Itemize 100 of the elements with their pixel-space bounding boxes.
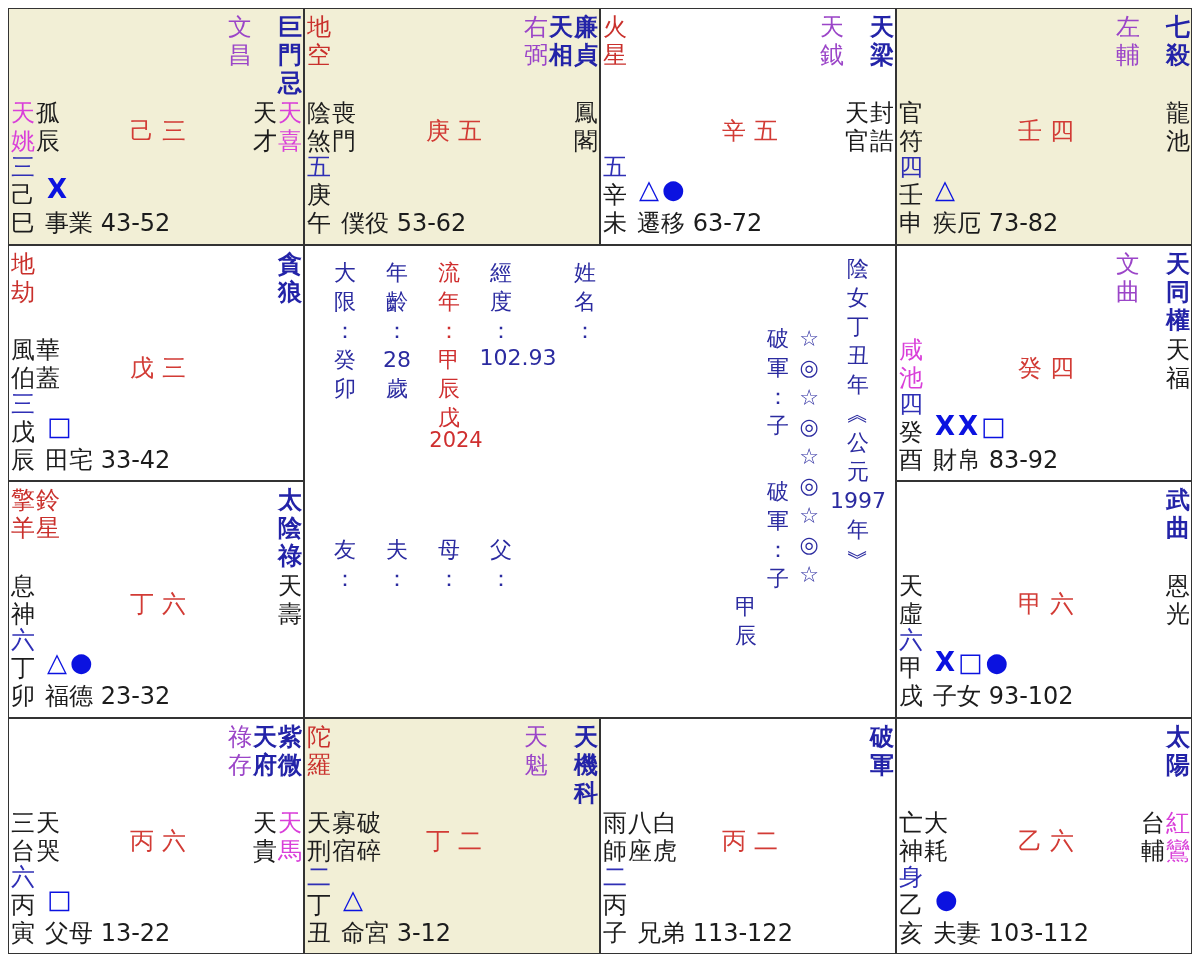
marker-symbols: ● xyxy=(935,884,961,913)
star-label: 天喜 xyxy=(278,99,302,155)
palace-number: 二 xyxy=(307,862,331,891)
star-label: 天相 xyxy=(549,13,573,69)
cell-center-label: 辛 五 xyxy=(722,117,778,145)
field-value: 癸卯 xyxy=(334,345,356,403)
palace-number: 四 xyxy=(899,153,923,181)
star-label: 白虎 xyxy=(653,808,677,865)
field-label: 大限： xyxy=(334,258,356,345)
star-label: 紅鸞 xyxy=(1166,808,1190,865)
cell-center-label: 戊 三 xyxy=(130,353,186,382)
palace-name: 田宅 33-42 xyxy=(45,445,171,474)
palace-number: 五 xyxy=(603,153,627,181)
palace-name: 子女 93-102 xyxy=(933,682,1074,710)
palace-name: 父母 13-22 xyxy=(45,918,171,947)
star-label: 天鉞 xyxy=(820,13,844,69)
marker-symbols: XX□ xyxy=(935,411,1009,440)
cell-center-label: 丙 六 xyxy=(130,826,186,855)
palace-name: 兄弟 113-122 xyxy=(637,918,793,947)
field-label: 友： xyxy=(334,535,356,593)
cell-center-label: 癸 四 xyxy=(1018,353,1074,382)
marker-symbols: □ xyxy=(47,884,75,913)
star-label: 大耗 xyxy=(924,808,948,865)
palace-cell xyxy=(896,717,1192,954)
star-label: 咸池 xyxy=(899,335,923,392)
star-label: 祿存 xyxy=(228,722,252,779)
star-label: 鳳閣 xyxy=(574,99,598,155)
star-label: 華蓋 xyxy=(36,335,60,392)
field-label: 經度： xyxy=(490,258,512,345)
star-label: 火星 xyxy=(603,13,627,69)
star-label: 地空 xyxy=(307,13,331,69)
cell-center-label: 壬 四 xyxy=(1018,117,1074,145)
palace-cell xyxy=(600,717,896,954)
star-label: 文曲 xyxy=(1116,249,1140,306)
star-label: 天貴 xyxy=(253,808,277,865)
star-label: 陰煞 xyxy=(307,99,331,155)
palace-number: 六 xyxy=(11,862,35,891)
cell-center-label: 丙 二 xyxy=(722,826,778,855)
marker-symbols: X xyxy=(47,175,71,203)
marker-symbols: □ xyxy=(47,411,75,440)
stem-branch-label: 丁丑 xyxy=(307,890,331,947)
star-label: 喪門 xyxy=(332,99,356,155)
palace-name: 遷移 63-72 xyxy=(637,209,763,237)
palace-cell xyxy=(8,717,304,954)
star-label: 八座 xyxy=(628,808,652,865)
star-note: 破軍：子 xyxy=(767,324,789,440)
star-label: 巨門忌 xyxy=(278,13,302,97)
stem-branch-label: 戊辰 xyxy=(11,417,35,474)
star-label: 破軍 xyxy=(870,722,894,779)
marker-symbols: △● xyxy=(639,175,688,203)
marker-symbols: △● xyxy=(47,648,96,676)
star-label: 天府 xyxy=(253,722,277,779)
cell-center-label: 庚 五 xyxy=(426,117,482,145)
palace-number: 四 xyxy=(899,389,923,418)
palace-cell xyxy=(304,8,600,245)
marker-symbols: △ xyxy=(935,175,958,203)
star-label: 天姚 xyxy=(11,99,35,155)
palace-number: 三 xyxy=(11,153,35,181)
stem-branch-label: 壬申 xyxy=(899,181,923,237)
marker-symbols: X□● xyxy=(935,648,1012,676)
field-value: 102.93 xyxy=(479,343,557,372)
palace-number: 身 xyxy=(899,862,923,891)
star-label: 天馬 xyxy=(278,808,302,865)
palace-cell xyxy=(896,481,1192,718)
star-label: 武曲 xyxy=(1166,486,1190,542)
palace-cell xyxy=(8,8,304,245)
palace-number: 六 xyxy=(899,626,923,654)
field-value: 28歲 xyxy=(383,345,411,403)
star-label: 恩光 xyxy=(1166,572,1190,628)
star-label: 天虛 xyxy=(899,572,923,628)
palace-cell xyxy=(896,8,1192,245)
palace-cell xyxy=(600,8,896,245)
palace-name: 命宮 3-12 xyxy=(341,918,452,947)
palace-number: 六 xyxy=(11,626,35,654)
star-label: 左輔 xyxy=(1116,13,1140,69)
palace-number: 三 xyxy=(11,389,35,418)
palace-name: 福德 23-32 xyxy=(45,682,171,710)
star-label: 封誥 xyxy=(870,99,894,155)
star-label: 天壽 xyxy=(278,572,302,628)
marker-symbols: △ xyxy=(343,884,366,913)
star-label: 七殺 xyxy=(1166,13,1190,69)
stem-branch-label: 丙寅 xyxy=(11,890,35,947)
star-label: 貪狼 xyxy=(278,249,302,306)
star-label: 太陰祿 xyxy=(278,486,302,570)
stem-branch-label: 癸酉 xyxy=(899,417,923,474)
stem-branch-label: 甲戌 xyxy=(899,654,923,710)
star-label: 天梁 xyxy=(870,13,894,69)
star-label: 太陽 xyxy=(1166,722,1190,779)
symbol-column: ☆◎☆◎☆◎☆◎☆ xyxy=(799,323,819,589)
palace-name: 疾厄 73-82 xyxy=(933,209,1059,237)
field-label: 父： xyxy=(490,535,512,593)
cell-center-label: 己 三 xyxy=(130,117,186,145)
star-label: 擎羊 xyxy=(11,486,35,542)
star-label: 雨師 xyxy=(603,808,627,865)
star-label: 天機科 xyxy=(574,722,598,807)
stem-branch-label: 己巳 xyxy=(11,181,35,237)
cell-center-label: 丁 六 xyxy=(130,590,186,618)
palace-cell xyxy=(896,244,1192,481)
field-label: 年齡： xyxy=(386,258,408,345)
field-label: 流年： xyxy=(438,258,460,345)
